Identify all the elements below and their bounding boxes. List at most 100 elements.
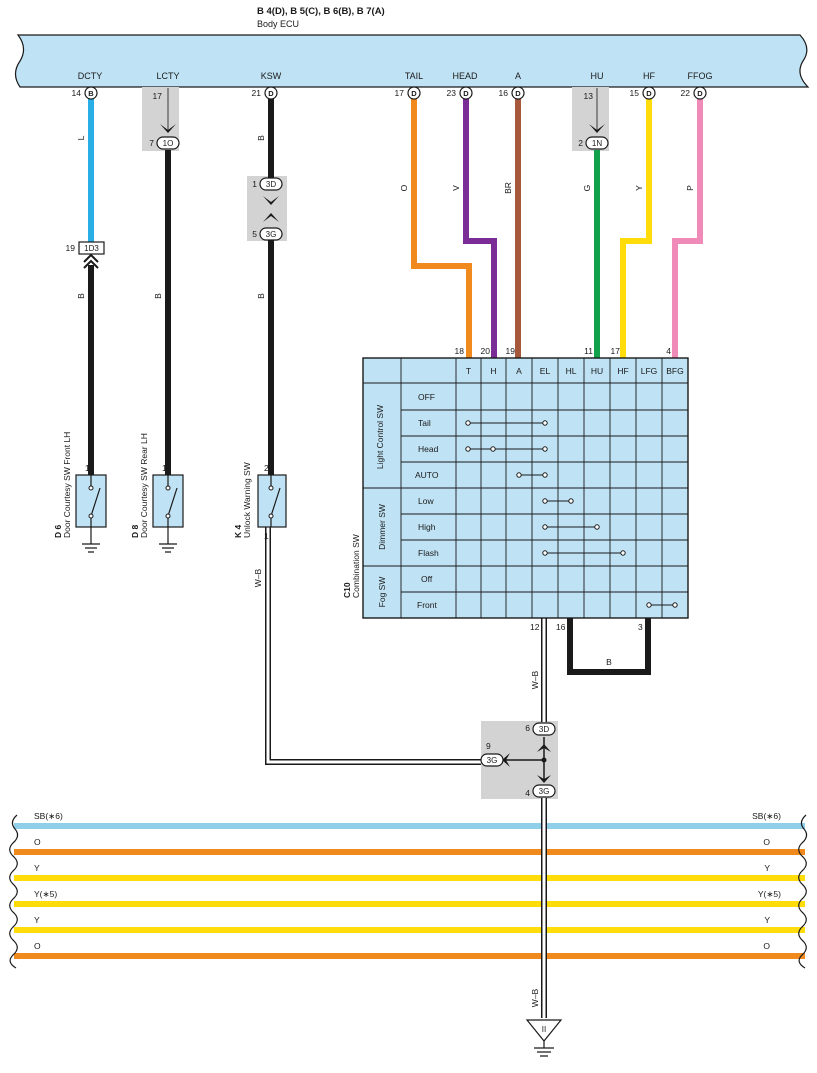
wire-code-ground-trunk: W–B bbox=[530, 988, 540, 1007]
wire-code-ffog: P bbox=[685, 185, 695, 191]
row-low: Low bbox=[418, 496, 434, 506]
bus-break-right bbox=[798, 814, 808, 969]
row-tail: Tail bbox=[418, 418, 431, 428]
ecu-pin-conn-head: D bbox=[463, 89, 469, 98]
ecu-pin-num-head: 23 bbox=[447, 88, 457, 98]
row-flash: Flash bbox=[418, 548, 439, 558]
junction-hu-pin: 2 bbox=[578, 138, 583, 148]
switch-d8 bbox=[152, 474, 184, 553]
bus-label-right-3: Y bbox=[764, 863, 770, 873]
group-dimmer: Dimmer SW bbox=[377, 504, 387, 550]
sw-pin-ffog: 4 bbox=[666, 346, 671, 356]
ecu-pin-num-hu: 13 bbox=[584, 91, 594, 101]
bus-label-left-1: SB(∗6) bbox=[34, 811, 63, 821]
terminal-tail: TAIL bbox=[405, 71, 423, 81]
k4-code: K 4 bbox=[233, 525, 243, 539]
lcty-connector-arrow bbox=[160, 124, 176, 133]
ecu-pin-num-dcty: 14 bbox=[72, 88, 82, 98]
wire-code-ksw-ground: W–B bbox=[253, 568, 263, 587]
col-lfg: LFG bbox=[641, 366, 658, 376]
wire-bridge bbox=[567, 618, 651, 675]
row-front: Front bbox=[417, 600, 437, 610]
junction-lcty-label: 1O bbox=[163, 139, 174, 148]
row-head: Head bbox=[418, 444, 439, 454]
d8-code: D 8 bbox=[130, 525, 140, 539]
terminal-ffog: FFOG bbox=[688, 71, 713, 81]
junction-hu-label: 1N bbox=[592, 139, 602, 148]
junction-arrow-down bbox=[537, 775, 551, 783]
d6-pin: 1 bbox=[85, 463, 90, 473]
k4-pin-top: 2 bbox=[264, 463, 269, 473]
col-hl: HL bbox=[566, 366, 577, 376]
sw-bottom-pin-3: 3 bbox=[638, 622, 643, 632]
bus-label-right-2: O bbox=[763, 837, 770, 847]
combination-switch bbox=[362, 357, 689, 619]
terminal-dcty: DCTY bbox=[78, 71, 103, 81]
ecu-name-label: Body ECU bbox=[257, 19, 299, 29]
ground-symbol-bottom bbox=[534, 1041, 554, 1057]
terminal-a: A bbox=[515, 71, 521, 81]
ecu-connectors-label: B 4(D), B 5(C), B 6(B), B 7(A) bbox=[257, 6, 385, 17]
dcty-connector-arrow bbox=[83, 253, 99, 269]
wire-code-ksw-upper: B bbox=[256, 135, 266, 141]
wire-tail bbox=[411, 99, 472, 362]
junction-arrow-left bbox=[502, 753, 510, 767]
wire-code-head: V bbox=[451, 185, 461, 191]
wire-code-bridge: B bbox=[606, 657, 612, 667]
sw-pin-tail: 18 bbox=[455, 346, 465, 356]
ksw-arrow-up bbox=[263, 213, 279, 222]
junction-lcty-pin: 7 bbox=[149, 138, 154, 148]
wire-hf bbox=[620, 99, 652, 362]
junction-ksw-bot-label: 3G bbox=[266, 230, 277, 239]
bus-label-left-5: Y bbox=[34, 915, 40, 925]
wire-code-tail: O bbox=[399, 184, 409, 191]
col-t: T bbox=[466, 366, 471, 376]
ecu-pin-conn-dcty: B bbox=[88, 89, 94, 98]
sw-pin-head: 20 bbox=[481, 346, 491, 356]
group-light-control: Light Control SW bbox=[375, 405, 385, 469]
junction-bottom-bot-pin: 4 bbox=[525, 788, 530, 798]
terminal-hf: HF bbox=[643, 71, 655, 81]
bus-label-left-2: O bbox=[34, 837, 41, 847]
junction-ksw-bot-pin: 5 bbox=[252, 229, 257, 239]
col-h: H bbox=[490, 366, 496, 376]
terminal-head: HEAD bbox=[452, 71, 478, 81]
junction-bottom-top-pin: 6 bbox=[525, 723, 530, 733]
wire-code-dcty-upper: L bbox=[76, 135, 86, 140]
terminal-lcty: LCTY bbox=[156, 71, 179, 81]
ecu-pin-num-a: 16 bbox=[499, 88, 509, 98]
sw-bottom-pin-16: 16 bbox=[556, 622, 566, 632]
row-auto: AUTO bbox=[415, 470, 439, 480]
col-a: A bbox=[516, 366, 522, 376]
wire-code-hu: G bbox=[582, 185, 592, 192]
wire-code-ksw-lower: B bbox=[256, 293, 266, 299]
sw-pin-a: 19 bbox=[506, 346, 516, 356]
k4-name: Unlock Warning SW bbox=[242, 462, 252, 538]
wire-ffog bbox=[672, 99, 703, 362]
c10-code: C10 bbox=[342, 582, 352, 598]
junction-bottom-top-label: 3D bbox=[539, 725, 549, 734]
ecu-pin-conn-a: D bbox=[515, 89, 521, 98]
bus-lines bbox=[14, 823, 805, 959]
d8-pin: 1 bbox=[162, 463, 167, 473]
junction-dcty-pin: 19 bbox=[66, 243, 76, 253]
junction-arrow-up bbox=[537, 744, 551, 752]
wire-code-dcty-lower: B bbox=[76, 293, 86, 299]
junction-node bbox=[541, 757, 547, 763]
ecu-pins bbox=[84, 86, 707, 100]
junction-pills bbox=[78, 136, 609, 798]
col-hu: HU bbox=[591, 366, 603, 376]
wire-code-combo-ground: W–B bbox=[530, 670, 540, 689]
junction-ksw-top-label: 3D bbox=[266, 180, 276, 189]
hu-connector-arrow bbox=[589, 124, 605, 133]
ksw-arrow-down bbox=[263, 196, 279, 205]
d6-code: D 6 bbox=[53, 525, 63, 539]
c10-name: Combination SW bbox=[351, 534, 361, 598]
ground-triangle bbox=[525, 1019, 563, 1042]
col-el: EL bbox=[540, 366, 551, 376]
d6-name: Door Courtesy SW Front LH bbox=[62, 432, 72, 538]
group-fog: Fog SW bbox=[377, 577, 387, 608]
row-high: High bbox=[418, 522, 436, 532]
ecu-pin-conn-ffog: D bbox=[697, 89, 703, 98]
